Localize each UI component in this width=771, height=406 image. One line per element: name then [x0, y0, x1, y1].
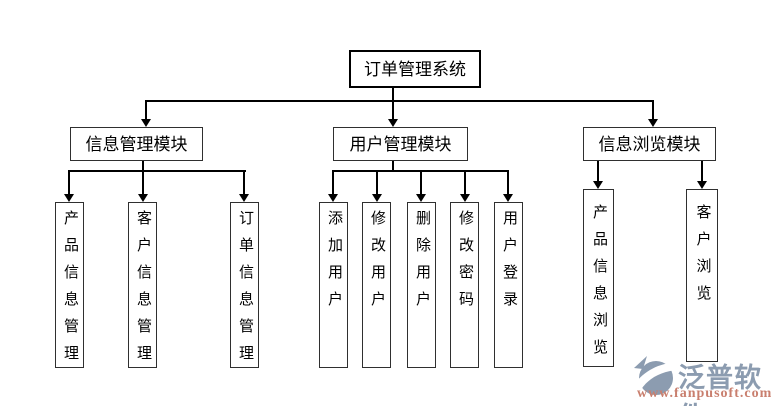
node-label: 信息管理模块 — [85, 134, 188, 154]
node-info-browse-module: 信息浏览模块 — [583, 127, 716, 161]
node-product-info-management: 产品信息管理 — [55, 202, 84, 372]
node-label: 用户管理模块 — [349, 134, 452, 154]
node-customer-info-management: 客户信息管理 — [128, 202, 157, 372]
node-label: 修改用户 — [369, 210, 385, 318]
node-order-management-system: 订单管理系统 — [349, 50, 481, 88]
fanpu-logo-icon — [632, 356, 678, 395]
connectors-module3-to-leaves — [593, 161, 707, 189]
connectors-module1-to-leaves — [64, 161, 249, 202]
node-label: 用户登录 — [501, 210, 517, 318]
node-customer-browse: 客户浏览 — [686, 189, 718, 362]
brand-name: 泛普软件 — [678, 363, 762, 406]
node-user-management-module: 用户管理模块 — [333, 127, 468, 161]
node-add-user: 添加用户 — [319, 202, 348, 368]
node-change-password: 修改密码 — [450, 202, 479, 368]
node-label: 客户浏览 — [694, 204, 711, 312]
node-label: 产品信息管理 — [62, 210, 78, 372]
node-info-management-module: 信息管理模块 — [70, 127, 203, 161]
node-delete-user: 删除用户 — [407, 202, 436, 368]
node-label: 订单管理系统 — [364, 59, 466, 79]
node-label: 订单信息管理 — [237, 210, 253, 372]
node-label: 添加用户 — [326, 210, 342, 318]
connectors-module2-to-leaves — [328, 161, 513, 202]
node-label: 信息浏览模块 — [598, 134, 701, 154]
connectors-root-to-modules — [141, 88, 658, 127]
brand-url: www.fanpusoft.com — [637, 386, 771, 401]
node-modify-user: 修改用户 — [362, 202, 391, 368]
node-user-login: 用户登录 — [494, 202, 523, 368]
node-product-info-browse: 产品信息浏览 — [583, 189, 614, 367]
node-label: 删除用户 — [414, 210, 430, 318]
node-label: 产品信息浏览 — [591, 204, 607, 366]
node-order-info-management: 订单信息管理 — [230, 202, 259, 372]
node-label: 客户信息管理 — [135, 210, 151, 372]
node-label: 修改密码 — [457, 210, 473, 318]
